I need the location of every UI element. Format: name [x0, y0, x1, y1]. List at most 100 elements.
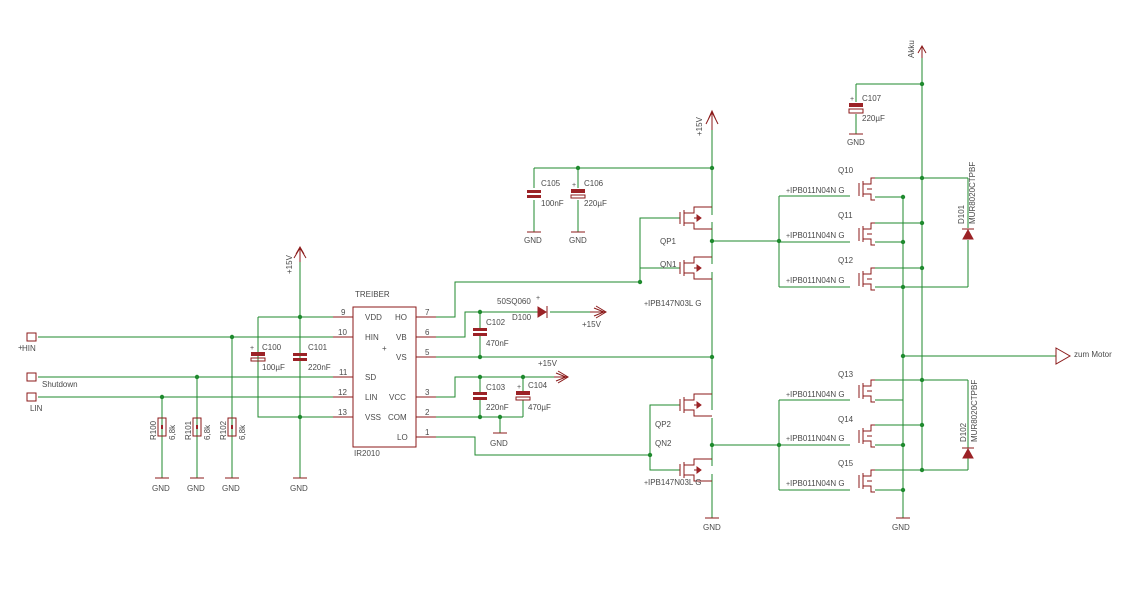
- pin-num-3: 3: [425, 388, 430, 397]
- c107-name: C107: [862, 94, 882, 103]
- gnd-symbols: GND GND GND GND GND GND GND GND GND GND: [152, 133, 910, 532]
- driver-title: TREIBER: [355, 290, 390, 299]
- gnd-label-c101: GND: [290, 484, 308, 493]
- output-zum-motor: zum Motor: [1055, 347, 1112, 365]
- q14-part: IPB011N04N G: [790, 434, 845, 443]
- c102-name: C102: [486, 318, 506, 327]
- pin-sd: SD: [365, 373, 376, 382]
- c103-value: 220nF: [486, 403, 509, 412]
- gnd-label-r102: GND: [222, 484, 240, 493]
- wires: [38, 55, 1056, 518]
- svg-text:+: +: [786, 233, 790, 240]
- gnd-label-c105: GND: [524, 236, 542, 245]
- c105-name: C105: [541, 179, 561, 188]
- pin-num-9: 9: [341, 308, 346, 317]
- pin-num-5: 5: [425, 348, 430, 357]
- d102-value: MUR8020CTPBF: [970, 380, 979, 442]
- q13-label: Q13: [838, 370, 854, 379]
- driver-ic: TREIBER IR2010 + VDD 9 HIN 10 SD 11 LIN …: [333, 290, 436, 458]
- diode-d102: D102 MUR8020CTPBF: [959, 380, 979, 459]
- gnd-label-c106: GND: [569, 236, 587, 245]
- supply-label-15v-top: +15V: [695, 116, 704, 136]
- svg-text:+: +: [382, 344, 387, 353]
- r102-name: R102: [219, 420, 228, 440]
- mosfet-q15: Q15 IPB011N04N G +: [786, 459, 875, 493]
- resistor-r102: R102 6,8k: [219, 417, 247, 440]
- c104-value: 470µF: [528, 403, 551, 412]
- q10-label: Q10: [838, 166, 854, 175]
- pin-num-2: 2: [425, 408, 430, 417]
- capacitor-c105: C105 100nF: [527, 179, 564, 208]
- pin-vdd: VDD: [365, 313, 382, 322]
- junction-dots: [159, 81, 925, 493]
- supply-label-akku: Akku: [907, 40, 916, 58]
- c106-value: 220µF: [584, 199, 607, 208]
- svg-text:+: +: [536, 295, 540, 302]
- mosfet-qn2: QN2: [655, 439, 712, 482]
- pin-vs: VS: [396, 353, 407, 362]
- q12-part: IPB011N04N G: [790, 276, 845, 285]
- pin-lin: LIN: [365, 393, 378, 402]
- d101-name: D101: [957, 204, 966, 224]
- c105-value: 100nF: [541, 199, 564, 208]
- gnd-label-r101: GND: [187, 484, 205, 493]
- gnd-label-r100: GND: [152, 484, 170, 493]
- output-label-zum-motor: zum Motor: [1074, 350, 1112, 359]
- supply-akku: Akku: [907, 40, 927, 58]
- supply-label-15v-d100: +15V: [582, 320, 602, 329]
- svg-text:+: +: [517, 384, 521, 391]
- supply-label-15v-left: +15V: [285, 254, 294, 274]
- pin-com: COM: [388, 413, 407, 422]
- q15-label: Q15: [838, 459, 854, 468]
- q15-part: IPB011N04N G: [790, 479, 845, 488]
- pin-num-11: 11: [339, 368, 348, 377]
- c100-value: 100µF: [262, 363, 285, 372]
- mosfet-q10: Q10 IPB011N04N G +: [786, 166, 875, 201]
- pin-lo: LO: [397, 433, 408, 442]
- svg-text:+: +: [786, 278, 790, 285]
- pin-num-10: 10: [338, 328, 347, 337]
- q12-label: Q12: [838, 256, 854, 265]
- resistor-r100: R100 6,8k: [149, 417, 177, 440]
- qn1-part: IPB147N03L G: [648, 299, 702, 308]
- supply-15v-c104: +15V: [538, 359, 569, 384]
- supply-15v-left: +15V: [285, 245, 307, 274]
- svg-text:+: +: [572, 182, 576, 189]
- qn2-part: IPB147N03L G: [648, 478, 702, 487]
- capacitor-c103: C103 220nF: [473, 383, 509, 412]
- r100-name: R100: [149, 420, 158, 440]
- gnd-label-c107: GND: [847, 138, 865, 147]
- pin-num-7: 7: [425, 308, 430, 317]
- pin-num-13: 13: [338, 408, 347, 417]
- qn1-label: QN1: [660, 260, 677, 269]
- c104-name: C104: [528, 381, 548, 390]
- c101-name: C101: [308, 343, 328, 352]
- c103-name: C103: [486, 383, 506, 392]
- d100-value: 50SQ060: [497, 297, 531, 306]
- supply-15v-top: +15V: [695, 109, 719, 136]
- capacitor-c102: C102 470nF: [473, 318, 509, 348]
- mosfet-q11: Q11 IPB011N04N G +: [786, 211, 875, 246]
- svg-text:+: +: [644, 301, 648, 308]
- pin-ho: HO: [395, 313, 407, 322]
- c106-name: C106: [584, 179, 604, 188]
- c100-name: C100: [262, 343, 282, 352]
- svg-text:+: +: [644, 480, 648, 487]
- q11-label: Q11: [838, 211, 853, 220]
- r102-value: 6,8k: [238, 424, 247, 440]
- q14-label: Q14: [838, 415, 854, 424]
- resistor-r101: R101 6,8k: [184, 417, 212, 440]
- driver-part: IR2010: [354, 449, 380, 458]
- svg-text:+: +: [786, 188, 790, 195]
- supply-label-15v-c104: +15V: [538, 359, 558, 368]
- capacitor-c106: + C106 220µF: [570, 179, 607, 208]
- d102-name: D102: [959, 422, 968, 442]
- supply-15v-d100: +15V: [582, 305, 607, 329]
- svg-text:+: +: [786, 481, 790, 488]
- pin-vcc: VCC: [389, 393, 406, 402]
- input-port-lin: LIN: [26, 392, 43, 413]
- q10-part: IPB011N04N G: [790, 186, 845, 195]
- gnd-label-qn2: GND: [703, 523, 721, 532]
- r101-value: 6,8k: [203, 424, 212, 440]
- capacitor-c100: + C100 100µF: [250, 343, 285, 372]
